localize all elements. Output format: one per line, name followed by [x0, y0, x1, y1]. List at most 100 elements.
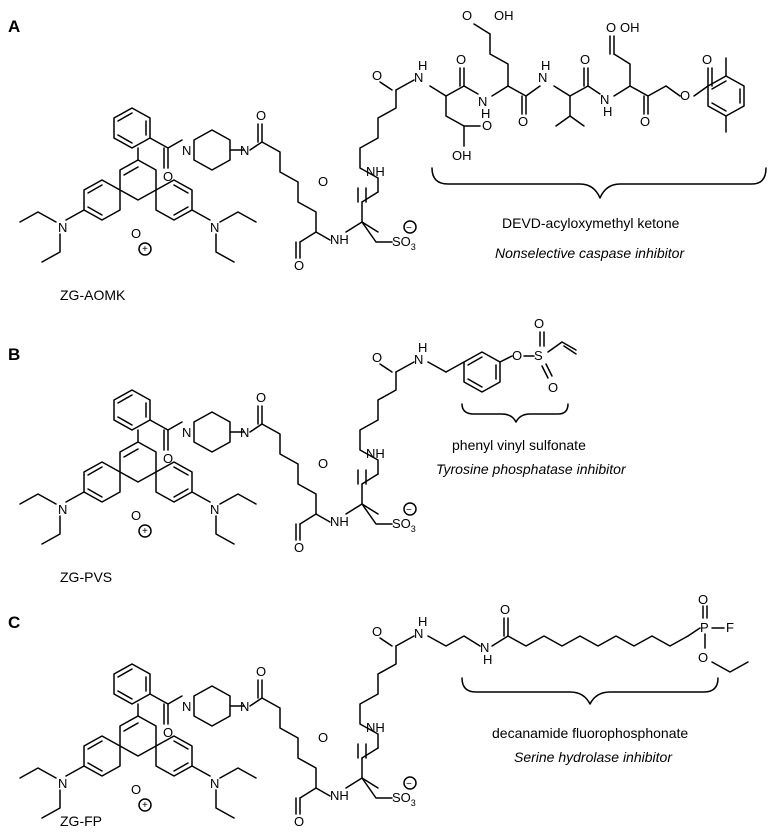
panel-label-b: B: [8, 345, 20, 364]
atom-o: O: [548, 380, 558, 395]
atom-nh: NH: [330, 232, 349, 247]
atom-n: N: [414, 352, 423, 367]
atom-o: O: [372, 68, 382, 83]
atom-o: O: [698, 650, 708, 665]
atom-nh: NH: [330, 514, 349, 529]
atom-o: O: [640, 114, 650, 129]
atom-o: O: [456, 52, 466, 67]
atom-h: H: [418, 614, 427, 629]
atom-n: N: [58, 502, 67, 517]
atom-o-ring: O: [131, 782, 141, 797]
minus-charge: −: [406, 779, 412, 790]
atom-n: N: [240, 699, 249, 714]
atom-n: N: [58, 776, 67, 791]
minus-circle: [403, 220, 417, 234]
atom-nh: NH: [366, 164, 385, 179]
atom-o: O: [318, 730, 328, 745]
atom-o: O: [698, 592, 708, 607]
atom-n: N: [58, 220, 67, 235]
atom-n: N: [480, 640, 489, 655]
atom-o: O: [534, 316, 544, 331]
plus-circle: [138, 798, 152, 812]
atom-n: N: [538, 70, 547, 85]
atom-nh: NH: [330, 788, 349, 803]
atom-o: O: [256, 390, 266, 405]
atom-n: N: [182, 143, 191, 158]
atom-o: O: [372, 624, 382, 639]
atom-oh: OH: [620, 20, 640, 35]
atom-n: N: [240, 425, 249, 440]
minus-circle: [403, 502, 417, 516]
atom-oh: OH: [494, 8, 514, 23]
atom-n: N: [478, 94, 487, 109]
atom-o: O: [256, 108, 266, 123]
atom-s: S: [534, 348, 543, 363]
plus-charge: +: [142, 800, 148, 811]
plus-charge: +: [142, 526, 148, 537]
compound-name-c: ZG-FP: [60, 813, 102, 829]
minus-charge: −: [406, 505, 412, 516]
plus-circle: [138, 242, 152, 256]
atom-o: O: [580, 52, 590, 67]
atom-o: O: [702, 52, 712, 67]
atom-o: O: [680, 88, 690, 103]
atom-n: N: [414, 626, 423, 641]
atom-p: P: [700, 620, 709, 635]
atom-o: O: [462, 8, 472, 23]
atom-o-ring: O: [131, 226, 141, 241]
atom-h: H: [481, 106, 490, 121]
atom-h: H: [418, 58, 427, 73]
sulfonate: SO3: [392, 234, 416, 252]
group-name-c: decanamide fluorophosphonate: [492, 725, 688, 741]
atom-o: O: [163, 169, 173, 184]
atom-h: H: [418, 340, 427, 355]
atom-oh: OH: [452, 148, 472, 163]
panel-a: A N N O O O NH O O + N N SO3 − NH O N H …: [8, 8, 767, 303]
group-class-b: Tyrosine phosphatase inhibitor: [436, 461, 627, 477]
atom-h: H: [483, 652, 492, 667]
atom-nh: NH: [366, 720, 385, 735]
atom-o: O: [318, 174, 328, 189]
panel-c: C N N O O O NH O O + N N SO3 − NH O N H …: [8, 592, 749, 829]
atom-n: N: [210, 502, 219, 517]
sulfonate: SO3: [392, 790, 416, 808]
panel-label-a: A: [8, 17, 20, 36]
minus-charge: −: [406, 223, 412, 234]
group-class-a: Nonselective caspase inhibitor: [495, 245, 685, 261]
sulfonate: SO3: [392, 516, 416, 534]
plus-circle: [138, 524, 152, 538]
atom-n: N: [210, 776, 219, 791]
atom-n: N: [600, 92, 609, 107]
group-brace: [461, 677, 719, 705]
atom-o: O: [294, 540, 304, 555]
atom-o: O: [256, 664, 266, 679]
atom-h: H: [603, 104, 612, 119]
atom-o: O: [372, 350, 382, 365]
group-name-a: DEVD-acyloxymethyl ketone: [502, 215, 680, 231]
atom-n: N: [182, 425, 191, 440]
group-name-b: phenyl vinyl sulfonate: [452, 437, 586, 453]
atom-o: O: [500, 602, 510, 617]
atom-h: H: [541, 58, 550, 73]
atom-n: N: [414, 70, 423, 85]
group-class-c: Serine hydrolase inhibitor: [514, 749, 673, 765]
atom-o: O: [294, 814, 304, 829]
compound-name-b: ZG-PVS: [60, 569, 112, 585]
group-brace: [431, 167, 767, 199]
atom-o: O: [512, 348, 522, 363]
atom-o: O: [163, 451, 173, 466]
atom-o-ring: O: [131, 508, 141, 523]
compound-name-a: ZG-AOMK: [60, 287, 126, 303]
atom-n: N: [210, 220, 219, 235]
atom-o: O: [518, 114, 528, 129]
minus-circle: [403, 776, 417, 790]
atom-n: N: [240, 143, 249, 158]
atom-o: O: [606, 20, 616, 35]
panel-b: B N N O O O NH O O + N N SO3 − NH O N H …: [8, 316, 627, 585]
panel-label-c: C: [8, 613, 20, 632]
plus-charge: +: [142, 244, 148, 255]
atom-nh: NH: [366, 446, 385, 461]
atom-o: O: [163, 725, 173, 740]
